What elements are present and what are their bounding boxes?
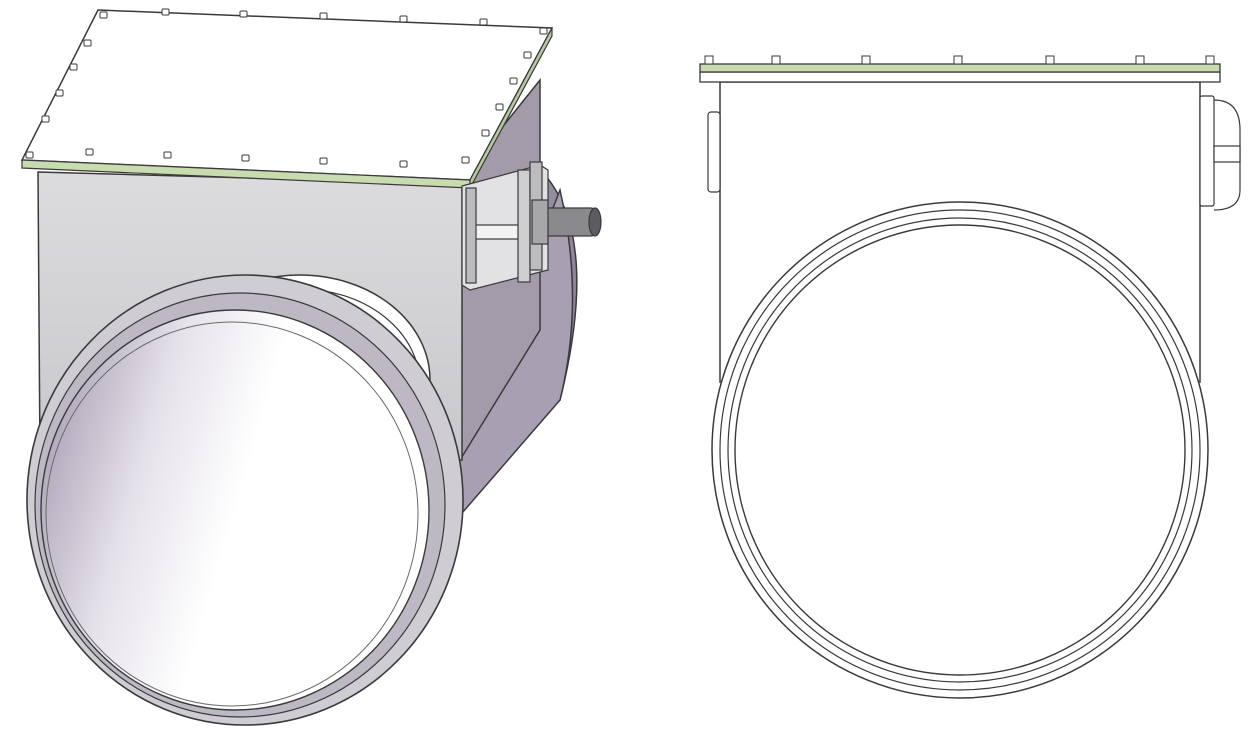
side-cover-bolts	[704, 55, 1215, 65]
side-collar-ring	[719, 209, 1201, 691]
side-elevation-view	[680, 0, 1260, 740]
side-left-bracket	[707, 111, 721, 193]
side-collar-bore	[734, 224, 1186, 676]
front-collar-inner-lip	[45, 321, 419, 707]
damper-shaft	[531, 199, 602, 245]
cover-bolts	[25, 8, 548, 168]
side-cover-plate-green	[699, 63, 1221, 73]
side-collar-inner	[727, 217, 1193, 683]
side-right-bracket	[1199, 95, 1241, 211]
isometric-drawing	[20, 8, 602, 726]
side-cover-plate-base	[699, 71, 1221, 83]
cover-plate-top	[20, 9, 554, 181]
side-elevation-drawing	[699, 55, 1241, 699]
isometric-view	[20, 8, 602, 726]
front-collar-bore	[40, 309, 430, 711]
